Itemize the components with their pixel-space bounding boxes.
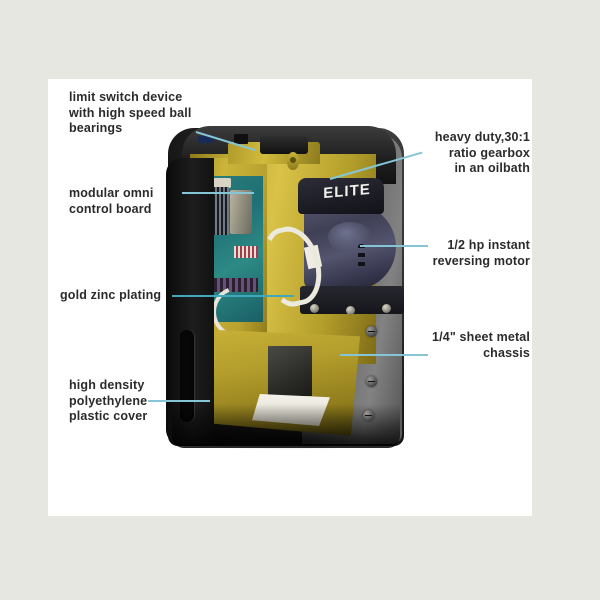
terminal-block bbox=[214, 278, 258, 292]
gearbox-bolt-right bbox=[382, 304, 391, 313]
chassis-access-window bbox=[268, 346, 312, 396]
gearbox-bolt-mid bbox=[346, 306, 355, 315]
limit-adjust-knob bbox=[287, 152, 299, 170]
limit-switch-housing bbox=[260, 136, 308, 154]
leader-line-motor bbox=[360, 245, 428, 247]
motor-vents bbox=[358, 244, 365, 270]
leader-line-plastic-cover bbox=[148, 400, 210, 402]
callout-gearbox: heavy duty,30:1 ratio gearbox in an oilb… bbox=[434, 130, 530, 175]
cover-screw-mid bbox=[366, 376, 377, 387]
callout-chassis: 1/4" sheet metal chassis bbox=[432, 330, 530, 360]
leader-line-control-board bbox=[182, 192, 254, 194]
gearbox-bolt-left bbox=[310, 304, 319, 313]
board-transformer bbox=[230, 190, 252, 234]
motor-highlight bbox=[328, 222, 372, 252]
leader-line-chassis bbox=[340, 354, 428, 356]
board-capacitor bbox=[213, 178, 231, 188]
cover-bottom-shadow bbox=[172, 404, 400, 448]
callout-limit-switch: limit switch device with high speed ball… bbox=[69, 90, 192, 135]
board-connector-two bbox=[234, 134, 248, 144]
ground-shadow bbox=[174, 430, 398, 450]
leader-line-gold-zinc bbox=[172, 295, 294, 297]
callout-gold-zinc: gold zinc plating bbox=[60, 288, 162, 302]
callout-plastic-cover: high density polyethylene plastic cover bbox=[69, 378, 148, 423]
callout-motor: 1/2 hp instant reversing motor bbox=[432, 238, 530, 268]
cover-screw-top bbox=[366, 326, 377, 337]
board-connector bbox=[198, 136, 214, 143]
cover-vent-slot bbox=[180, 330, 194, 422]
product-illustration: ELITE bbox=[160, 118, 412, 450]
cover-screw-bottom bbox=[363, 410, 374, 421]
dip-switch-bank bbox=[234, 246, 258, 258]
motor-end-cap bbox=[298, 178, 384, 214]
callout-control-board: modular omni control board bbox=[69, 186, 154, 216]
